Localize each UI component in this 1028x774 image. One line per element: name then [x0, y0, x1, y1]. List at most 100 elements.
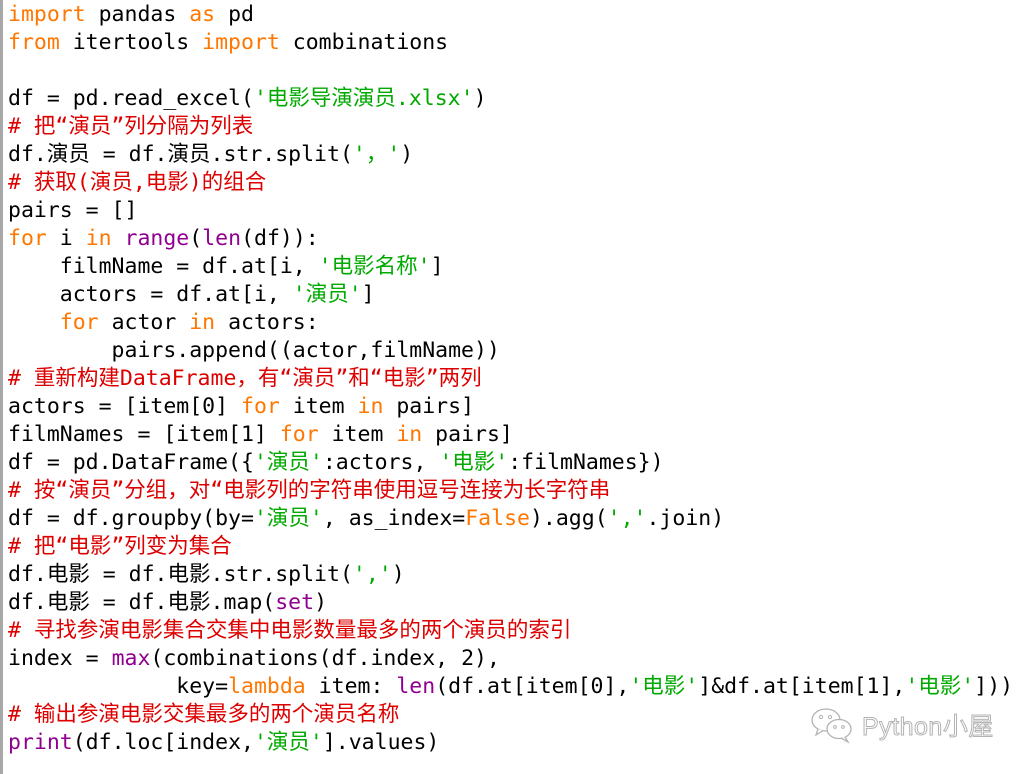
code-token: ]	[430, 254, 444, 279]
keyword-token: import	[202, 30, 280, 55]
code-token: pairs]	[422, 422, 513, 447]
code-line[interactable]: filmNames = [item[1] for item in pairs]	[8, 421, 1013, 449]
comment-token: # 把“电影”列变为集合	[8, 534, 232, 559]
code-line[interactable]: df = df.groupby(by='演员', as_index=False)…	[8, 505, 1013, 533]
code-token: item:	[305, 674, 397, 699]
code-token: (df.loc[index,	[72, 730, 254, 755]
code-line[interactable]: key=lambda item: len(df.at[item[0],'电影']…	[8, 673, 1013, 701]
code-token: filmNames = [item[1]	[8, 422, 280, 447]
comment-token: # 把“演员”列分隔为列表	[8, 114, 254, 139]
code-line[interactable]: # 把“演员”列分隔为列表	[8, 113, 1013, 141]
code-line[interactable]: index = max(combinations(df.index, 2),	[8, 645, 1013, 673]
string-token: '电影'	[629, 674, 699, 699]
code-token: :actors,	[322, 450, 440, 475]
string-token: '电影名称'	[318, 254, 431, 279]
code-line[interactable]: # 输出参演电影交集最多的两个演员名称	[8, 701, 1013, 729]
code-line[interactable]: actors = df.at[i, '演员']	[8, 281, 1013, 309]
code-token: item	[279, 394, 358, 419]
code-line[interactable]: filmName = df.at[i, '电影名称']	[8, 253, 1013, 281]
code-line[interactable]: # 按“演员”分组，对“电影列的字符串使用逗号连接为长字符串	[8, 477, 1013, 505]
code-token: ).agg(	[529, 506, 608, 531]
code-line[interactable]: df.演员 = df.演员.str.split('，')	[8, 141, 1013, 169]
code-line[interactable]: print(df.loc[index,'演员'].values)	[8, 729, 1013, 757]
code-token: item	[318, 422, 397, 447]
code-line[interactable]: for actor in actors:	[8, 309, 1013, 337]
code-token: )	[400, 142, 414, 167]
keyword-token: for	[59, 310, 99, 335]
keyword-token: in	[189, 310, 216, 335]
code-line[interactable]: df = pd.DataFrame({'演员':actors, '电影':fil…	[8, 449, 1013, 477]
code-token: actors = [item[0]	[8, 394, 241, 419]
string-token: '电影'	[439, 450, 509, 475]
code-token: pairs]	[383, 394, 475, 419]
code-line[interactable]: pairs = []	[8, 197, 1013, 225]
code-line[interactable]: # 寻找参演电影集合交集中电影数量最多的两个演员的索引	[8, 617, 1013, 645]
code-token: combinations	[279, 30, 449, 55]
code-token: index =	[8, 646, 112, 671]
builtin-token: max	[111, 646, 151, 671]
comment-token: # 获取(演员,电影)的组合	[8, 170, 267, 195]
code-token	[8, 310, 60, 335]
code-token: df = pd.read_excel(	[8, 86, 254, 111]
code-line[interactable]: import pandas as pd	[8, 1, 1013, 29]
code-line[interactable]: for i in range(len(df)):	[8, 225, 1013, 253]
keyword-token: False	[465, 506, 530, 531]
code-token: actors:	[215, 310, 319, 335]
builtin-token: range	[124, 226, 190, 251]
string-token: '电影'	[905, 674, 975, 699]
code-token: :filmNames})	[508, 450, 664, 475]
comment-token: # 输出参演电影交集最多的两个演员名称	[8, 702, 400, 727]
code-token: (df)):	[241, 226, 319, 251]
keyword-token: from	[8, 30, 60, 55]
code-token: .join)	[646, 506, 725, 531]
code-token: pd	[215, 2, 254, 27]
code-token: df = pd.DataFrame({	[8, 450, 254, 475]
string-token: '电影导演演员.xlsx'	[253, 86, 474, 111]
keyword-token: for	[8, 226, 47, 251]
keyword-token: in	[85, 226, 112, 251]
code-token: ]))	[974, 674, 1014, 699]
code-line[interactable]: pairs.append((actor,filmName))	[8, 337, 1013, 365]
builtin-token: len	[396, 674, 436, 699]
string-token: '演员'	[253, 450, 323, 475]
comment-token: # 寻找参演电影集合交集中电影数量最多的两个演员的索引	[8, 618, 572, 643]
code-token: pairs = []	[8, 198, 138, 223]
code-token: filmName = df.at[i,	[8, 254, 319, 279]
code-token: ]&df.at[item[1],	[698, 674, 906, 699]
code-line[interactable]: # 把“电影”列变为集合	[8, 533, 1013, 561]
builtin-token: print	[8, 730, 73, 755]
code-token: (combinations(df.index, 2),	[150, 646, 500, 671]
code-line[interactable]: actors = [item[0] for item in pairs]	[8, 393, 1013, 421]
code-token: df = df.groupby(by=	[8, 506, 254, 531]
keyword-token: for	[279, 422, 319, 447]
string-token: '演员'	[253, 730, 323, 755]
code-token: df.电影 = df.电影.map(	[8, 590, 276, 615]
comment-token: # 按“演员”分组，对“电影列的字符串使用逗号连接为长字符串	[8, 478, 611, 503]
code-token: )	[473, 86, 487, 111]
code-line[interactable]: # 重新构建DataFrame，有“演员”和“电影”两列	[8, 365, 1013, 393]
code-token: pairs.append((actor,filmName))	[8, 338, 500, 363]
code-line[interactable]: from itertools import combinations	[8, 29, 1013, 57]
code-line[interactable]	[8, 57, 1013, 85]
keyword-token: as	[189, 2, 216, 27]
keyword-token: in	[357, 394, 384, 419]
code-token: ]	[361, 282, 375, 307]
code-token	[112, 226, 125, 251]
code-line[interactable]: # 获取(演员,电影)的组合	[8, 169, 1013, 197]
code-token: key=	[8, 674, 229, 699]
string-token: ','	[352, 562, 392, 587]
code-token: df.电影 = df.电影.str.split(	[8, 562, 353, 587]
code-token: )	[314, 590, 328, 615]
wechat-icon	[810, 706, 854, 744]
code-line[interactable]: df = pd.read_excel('电影导演演员.xlsx')	[8, 85, 1013, 113]
code-token: actor	[98, 310, 190, 335]
builtin-token: len	[202, 226, 242, 251]
builtin-token: set	[275, 590, 315, 615]
code-token: actors = df.at[i,	[8, 282, 293, 307]
keyword-token: lambda	[228, 674, 306, 699]
code-line[interactable]: df.电影 = df.电影.map(set)	[8, 589, 1013, 617]
code-token: )	[391, 562, 405, 587]
code-line[interactable]: df.电影 = df.电影.str.split(',')	[8, 561, 1013, 589]
